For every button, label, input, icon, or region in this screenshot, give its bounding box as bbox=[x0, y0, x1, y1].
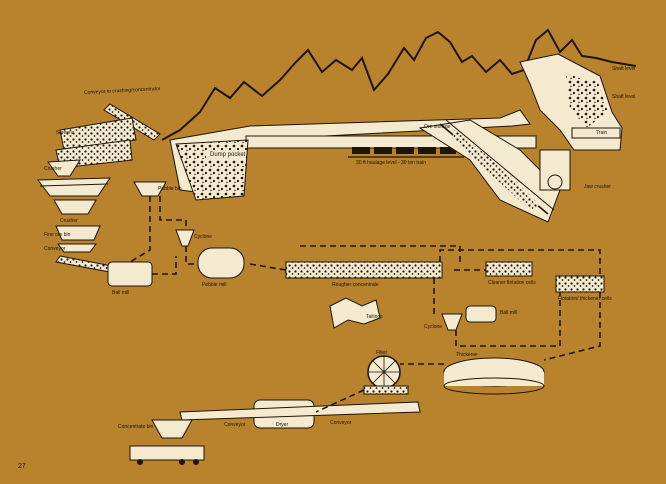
label-screens: Screens bbox=[56, 130, 75, 136]
fine-ore-bin-2 bbox=[57, 243, 97, 253]
label-filter: Filter bbox=[376, 350, 388, 356]
mountain-ridge bbox=[161, 28, 637, 141]
cyclone-bottom bbox=[441, 313, 463, 331]
label-haulage: 30 ft haulage level - 30 ton train bbox=[356, 160, 427, 166]
ore-pile-incline bbox=[452, 130, 540, 210]
label-tailings: Tailings bbox=[366, 314, 383, 320]
label-ball-mill: Ball mill bbox=[112, 290, 130, 296]
label-conveyor-bottom-2: Conveyor bbox=[330, 420, 352, 426]
conveyor-left bbox=[55, 255, 113, 273]
crusher-3 bbox=[53, 199, 97, 215]
ore-train bbox=[348, 147, 464, 158]
ore-pile-shaft bbox=[566, 74, 608, 128]
label-rougher: Rougher concentrate bbox=[332, 282, 379, 288]
label-cyclone-top: Cyclone bbox=[194, 234, 213, 240]
pebble-mill bbox=[197, 247, 245, 279]
label-cyclone-bottom: Cyclone bbox=[424, 324, 443, 330]
label-thickener: Thickener bbox=[456, 352, 478, 358]
jaw-crusher-body bbox=[539, 149, 571, 191]
page-number: 27 bbox=[18, 463, 26, 470]
tailings bbox=[329, 297, 381, 329]
label-flotation: Flotation/ thickener cells bbox=[558, 296, 612, 302]
truck bbox=[129, 445, 205, 465]
tunnel bbox=[169, 109, 531, 193]
label-shaft-level-2: Shaft level bbox=[612, 94, 636, 100]
concentrate-bin bbox=[151, 419, 193, 439]
ball-mill-2 bbox=[465, 305, 497, 323]
rougher-cells bbox=[285, 261, 443, 279]
label-jaw-crusher: Jaw crusher bbox=[584, 184, 611, 190]
label-conveyor-bottom: Conveyor bbox=[224, 422, 246, 428]
cleaner-cells bbox=[485, 261, 533, 277]
dump-pocket-label-box bbox=[206, 150, 246, 160]
label-ball-mill-2: Ball mill bbox=[500, 310, 518, 316]
train-box bbox=[571, 127, 621, 139]
label-ore-storage: Ore storage bbox=[424, 124, 451, 130]
ball-mill bbox=[107, 261, 153, 287]
pipelines bbox=[129, 196, 601, 413]
label-concentrate-bin: Concentrate bin bbox=[118, 424, 154, 430]
label-pebble-mill: Pebble mill bbox=[202, 282, 227, 288]
pebble-bin bbox=[133, 181, 167, 197]
label-dump-pocket: Dump pocket bbox=[210, 152, 246, 158]
label-train: Train bbox=[596, 130, 608, 136]
label-fine-ore-bin: Fine ore bin bbox=[44, 232, 71, 238]
label-crusher-2: Crusher bbox=[60, 218, 78, 224]
filter-base bbox=[363, 385, 409, 395]
label-cleaner: Cleaner flotation cells bbox=[488, 280, 536, 286]
cyclone-top bbox=[175, 229, 195, 247]
label-dryer: Dryer bbox=[276, 422, 289, 428]
label-crusher: Crusher bbox=[44, 166, 62, 172]
flotation-cells bbox=[555, 275, 605, 293]
label-pebble-bin: Pebble bin bbox=[158, 186, 182, 192]
label-conveyor-left: Conveyor bbox=[44, 246, 66, 252]
crusher-2 bbox=[37, 177, 111, 197]
crusher-1 bbox=[47, 159, 81, 177]
label-shaft-level-1: Shaft level bbox=[612, 66, 636, 72]
fine-ore-bin bbox=[55, 225, 101, 241]
conveyor-bottom bbox=[179, 401, 421, 421]
